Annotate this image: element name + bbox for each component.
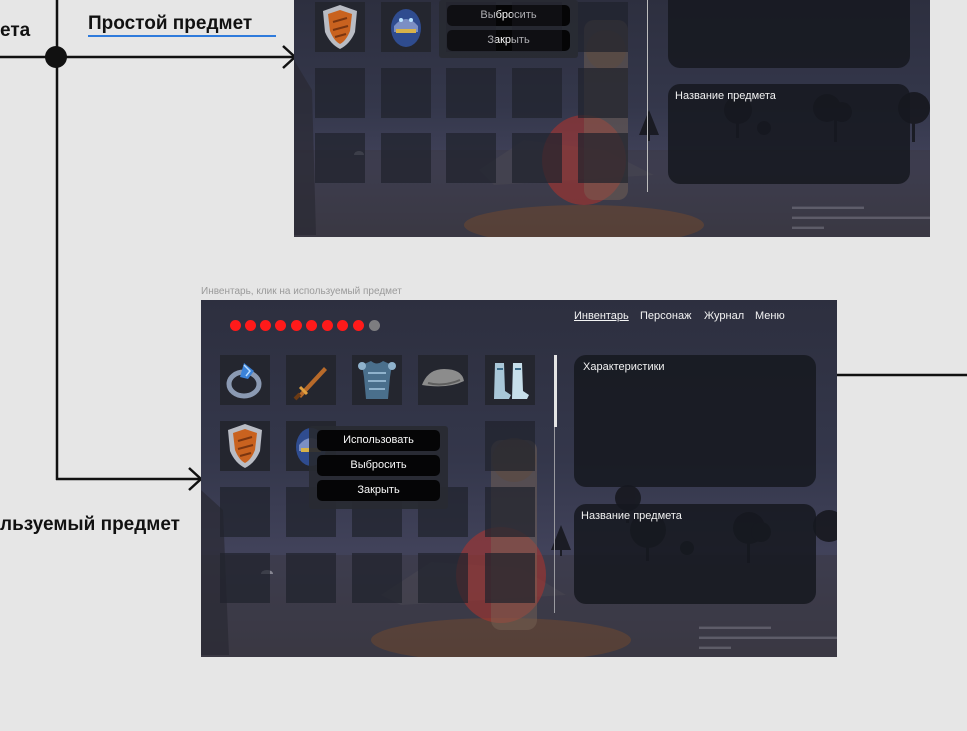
tab-inventory[interactable]: Инвентарь bbox=[574, 310, 629, 322]
inventory-slot-4[interactable] bbox=[512, 2, 562, 52]
health-dot-3 bbox=[260, 320, 271, 331]
health-bar bbox=[230, 320, 390, 332]
inventory-slot-5[interactable] bbox=[485, 355, 535, 405]
inventory-slot-7[interactable] bbox=[381, 68, 431, 118]
tab-character[interactable]: Персонаж bbox=[640, 310, 692, 322]
inventory-slot-20[interactable] bbox=[485, 553, 535, 603]
inventory-slot-2[interactable] bbox=[381, 2, 431, 52]
flow-label-simple-item: Простой предмет bbox=[88, 13, 253, 34]
inventory-slot-19[interactable] bbox=[418, 553, 468, 603]
shield-icon bbox=[323, 5, 357, 49]
inventory-slot-10[interactable] bbox=[485, 421, 535, 471]
health-dot-2 bbox=[245, 320, 256, 331]
inventory-slot-14[interactable] bbox=[512, 133, 562, 183]
simple-label-underline bbox=[88, 35, 276, 37]
inventory-slot-15[interactable] bbox=[485, 487, 535, 537]
inventory-slot-13[interactable] bbox=[446, 133, 496, 183]
inventory-slot-4[interactable] bbox=[418, 355, 468, 405]
junction-node bbox=[45, 46, 67, 68]
sword-icon bbox=[293, 367, 327, 401]
characteristics-title: Характеристики bbox=[583, 361, 665, 373]
characteristics-panel: Характеристики bbox=[574, 355, 816, 487]
close-button[interactable]: Закрыть bbox=[447, 30, 570, 51]
inventory-slot-16[interactable] bbox=[220, 553, 270, 603]
drop-button[interactable]: Выбросить bbox=[447, 5, 570, 26]
characteristics-panel bbox=[668, 0, 910, 68]
inventory-slot-11[interactable] bbox=[315, 133, 365, 183]
inventory-scrollbar[interactable] bbox=[647, 0, 648, 192]
inventory-slot-6[interactable] bbox=[315, 68, 365, 118]
activation-watermark: ▬▬▬▬▬▬▬▬▬▬▬▬▬▬▬▬▬▬▬▬▬▬▬▬▬▬▬▬▬▬▬ bbox=[792, 202, 930, 231]
ring-icon bbox=[226, 363, 262, 399]
inventory-slot-1[interactable] bbox=[315, 2, 365, 52]
boots-icon bbox=[494, 363, 529, 399]
flow-label-left-top: ета bbox=[0, 20, 31, 41]
close-button[interactable]: Закрыть bbox=[317, 480, 440, 501]
health-dot-6 bbox=[306, 320, 317, 331]
item-context-menu: Выбросить Закрыть bbox=[439, 0, 578, 58]
item-name-title: Название предмета bbox=[581, 510, 682, 522]
inventory-slot-15[interactable] bbox=[578, 133, 628, 183]
item-name-panel: Название предмета bbox=[668, 84, 910, 184]
frame-usable-item: Инвентарь Персонаж Журнал Меню bbox=[201, 300, 837, 657]
item-name-title: Название предмета bbox=[675, 90, 776, 102]
inventory-slot-10[interactable] bbox=[578, 68, 628, 118]
inventory-slot-18[interactable] bbox=[352, 553, 402, 603]
frame-caption: Инвентарь, клик на используемый предмет bbox=[201, 286, 402, 297]
tab-menu[interactable]: Меню bbox=[755, 310, 785, 322]
inventory-slot-9[interactable] bbox=[512, 68, 562, 118]
inventory-slot-3[interactable] bbox=[446, 2, 496, 52]
inventory-slot-5[interactable] bbox=[578, 2, 628, 52]
health-dot-7 bbox=[322, 320, 333, 331]
inventory-slot-8[interactable] bbox=[446, 68, 496, 118]
item-context-menu: Использовать Выбросить Закрыть bbox=[309, 426, 448, 509]
use-button[interactable]: Использовать bbox=[317, 430, 440, 451]
health-dot-8 bbox=[337, 320, 348, 331]
drop-button[interactable]: Выбросить bbox=[317, 455, 440, 476]
inventory-scrollbar-track bbox=[554, 355, 555, 613]
hat-icon bbox=[422, 369, 464, 387]
health-dot-10 bbox=[369, 320, 380, 331]
tab-journal[interactable]: Журнал bbox=[704, 310, 745, 322]
frame-simple-item: Выбросить Закрыть Название предмета ▬▬▬▬… bbox=[294, 0, 930, 237]
health-dot-1 bbox=[230, 320, 241, 331]
helmet-icon bbox=[391, 9, 421, 47]
inventory-slot-12[interactable] bbox=[381, 133, 431, 183]
inventory-slot-2[interactable] bbox=[286, 355, 336, 405]
inventory-slot-11[interactable] bbox=[220, 487, 270, 537]
flow-label-usable-item: льзуемый предмет bbox=[0, 514, 180, 535]
health-dot-5 bbox=[291, 320, 302, 331]
health-dot-4 bbox=[275, 320, 286, 331]
inventory-slot-3[interactable] bbox=[352, 355, 402, 405]
armor-icon bbox=[358, 361, 396, 399]
inventory-scrollbar-thumb[interactable] bbox=[554, 355, 557, 427]
item-name-panel: Название предмета bbox=[574, 504, 816, 604]
health-dot-9 bbox=[353, 320, 364, 331]
inventory-slot-1[interactable] bbox=[220, 355, 270, 405]
inventory-slot-6[interactable] bbox=[220, 421, 270, 471]
activation-watermark: ▬▬▬▬▬▬▬▬▬▬▬▬▬▬▬▬▬▬▬▬▬▬▬▬▬▬▬▬▬▬▬ bbox=[699, 622, 837, 651]
shield-icon bbox=[228, 424, 262, 468]
inventory-slot-17[interactable] bbox=[286, 553, 336, 603]
